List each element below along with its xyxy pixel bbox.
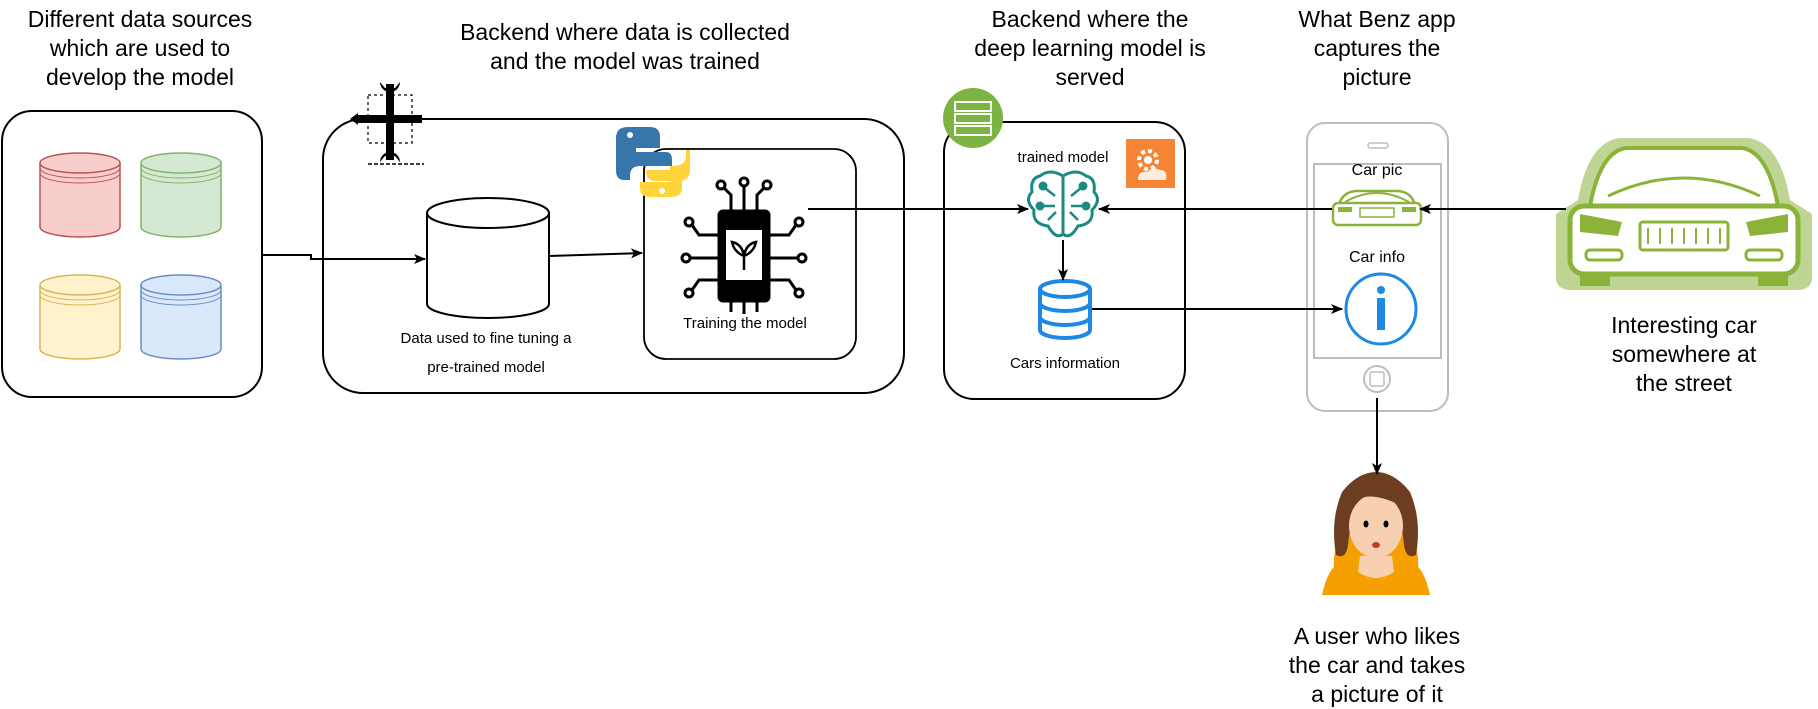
serving-backend-box <box>943 121 1186 400</box>
user-line-2: the car and takes <box>1288 652 1466 678</box>
benz-app-line-2: captures the <box>1313 35 1441 61</box>
car-icon <box>1556 138 1812 290</box>
serving-backend-line-1: Backend where the <box>991 6 1189 32</box>
connector-arrows <box>262 118 1566 475</box>
server-icon <box>943 88 1003 148</box>
benz-app-line-1: What Benz app <box>1298 6 1456 32</box>
training-backend-line-1: Backend where data is collected <box>460 19 790 45</box>
car-street-line-2: somewhere at <box>1611 341 1757 367</box>
user-avatar-icon <box>1322 472 1430 595</box>
user-line-3: a picture of it <box>1311 681 1443 707</box>
arrow-sources-to-db <box>262 254 426 264</box>
database-cylinder-red-icon <box>39 152 121 238</box>
data-sources-line-1: Different data sources <box>27 6 253 32</box>
user-line-1: A user who likes <box>1293 623 1461 649</box>
car-street-line-3: the street <box>1636 370 1732 396</box>
database-cylinder-yellow-icon <box>39 274 121 360</box>
database-stack-icon <box>1038 279 1092 340</box>
cars-info-label: Cars information <box>1009 355 1121 372</box>
database-cylinder-blue-icon <box>140 274 222 360</box>
training-label: Training the model <box>683 315 807 332</box>
car-street-label: Interesting car somewhere at the street <box>1584 311 1784 398</box>
benz-app-line-3: picture <box>1342 64 1412 90</box>
trained-model-label: trained model <box>1017 149 1109 166</box>
benz-app-label: What Benz app captures the picture <box>1277 5 1477 92</box>
finetune-data-label: Data used to fine tuning a pre-trained m… <box>370 324 602 382</box>
finetune-data-line-1: Data used to fine tuning a <box>400 330 572 347</box>
finetune-database-cylinder <box>426 197 550 319</box>
data-sources-label: Different data sources which are used to… <box>0 5 280 92</box>
serving-backend-label: Backend where the deep learning model is… <box>940 5 1240 92</box>
training-backend-line-2: and the model was trained <box>490 48 760 74</box>
ml-chip-icon <box>680 176 808 314</box>
python-logo-icon <box>616 127 690 197</box>
finetune-data-line-2: pre-trained model <box>427 359 545 376</box>
data-sources-box <box>1 110 263 398</box>
serving-backend-line-2: deep learning model is <box>974 35 1206 61</box>
arrow-db-to-training <box>548 248 643 259</box>
gear-cloud-icon <box>1126 139 1175 188</box>
serving-backend-line-3: served <box>1055 64 1125 90</box>
neural-brain-icon <box>1027 170 1099 238</box>
training-backend-label: Backend where data is collected and the … <box>425 18 825 76</box>
info-icon <box>1344 272 1418 346</box>
database-cylinder-green-icon <box>140 152 222 238</box>
car-pic-icon <box>1331 189 1423 227</box>
car-info-label: Car info <box>1348 249 1406 266</box>
user-label: A user who likes the car and takes a pic… <box>1267 622 1487 709</box>
car-street-line-1: Interesting car <box>1611 312 1757 338</box>
data-sources-line-3: develop the model <box>46 64 234 90</box>
car-pic-label: Car pic <box>1351 162 1403 179</box>
data-sources-line-2: which are used to <box>49 35 231 61</box>
